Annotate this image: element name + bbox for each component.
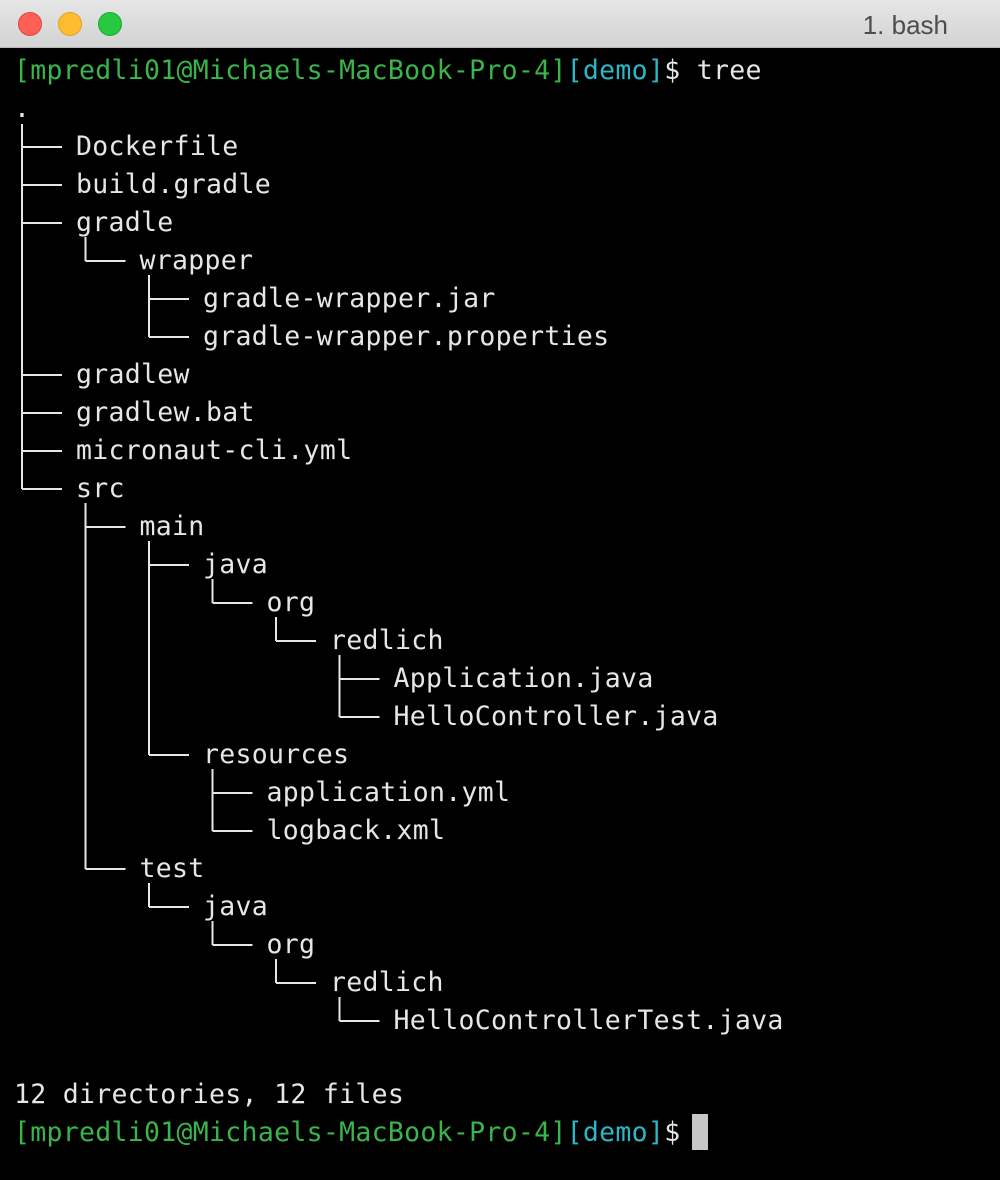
tree-entry: org [266, 587, 316, 618]
tree-connectors [21, 124, 380, 1022]
prompt-directory: [demo] [566, 55, 665, 86]
tree-entry: main [139, 511, 205, 542]
prompt-user-host: [mpredli01@Michaels-MacBook-Pro-4] [14, 55, 567, 86]
close-button[interactable] [18, 12, 42, 36]
tree-entry: java [203, 891, 269, 922]
tree-entry: gradle-wrapper.properties [203, 321, 610, 352]
prompt-symbol: $ [664, 1117, 681, 1148]
tree-summary: 12 directories, 12 files [14, 1079, 405, 1110]
tree-entry: HelloControllerTest.java [393, 1005, 784, 1036]
window-title: 1. bash [862, 10, 948, 40]
text-cursor [692, 1113, 709, 1150]
command-text: tree [696, 55, 762, 86]
tree-entry: src [76, 473, 125, 504]
prompt-directory: [demo] [566, 1117, 665, 1148]
minimize-button[interactable] [58, 12, 82, 36]
tree-entry: org [266, 929, 316, 960]
tree-entry: build.gradle [76, 169, 272, 200]
tree-root: . [14, 93, 31, 124]
tree-entry: Application.java [393, 663, 654, 694]
zoom-button[interactable] [98, 12, 122, 36]
tree-entry: redlich [330, 625, 444, 656]
tree-entry: gradlew.bat [76, 397, 255, 428]
tree-entry: application.yml [266, 777, 511, 808]
tree-entry: wrapper [139, 245, 254, 276]
tree-entry: Dockerfile [76, 131, 239, 162]
tree-entry: test [139, 853, 205, 884]
title-bar[interactable]: 1. bash [0, 0, 1000, 48]
tree-entry: java [203, 549, 269, 580]
prompt-line-current: [mpredli01@Michaels-MacBook-Pro-4][demo]… [14, 1113, 709, 1152]
tree-entry: HelloController.java [393, 701, 719, 732]
tree-entry: micronaut-cli.yml [76, 435, 353, 466]
tree-entry: logback.xml [266, 815, 446, 846]
tree-entry: gradle-wrapper.jar [203, 283, 496, 314]
tree-entry: gradlew [76, 359, 190, 390]
prompt-line: [mpredli01@Michaels-MacBook-Pro-4][demo]… [14, 52, 762, 90]
tree-entry: resources [203, 739, 350, 770]
tree-entry: redlich [330, 967, 444, 998]
prompt-symbol: $ [664, 55, 681, 86]
tree-entry: gradle [76, 207, 174, 238]
terminal-content[interactable]: [mpredli01@Michaels-MacBook-Pro-4][demo]… [0, 48, 1000, 1180]
prompt-user-host: [mpredli01@Michaels-MacBook-Pro-4] [14, 1117, 567, 1148]
